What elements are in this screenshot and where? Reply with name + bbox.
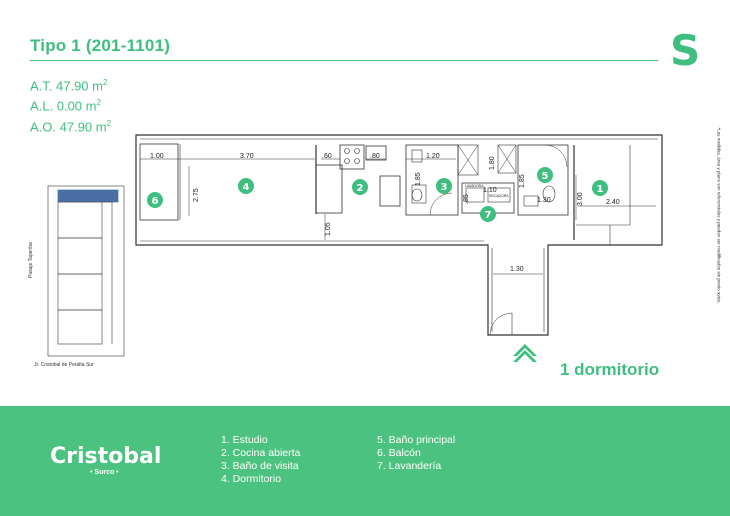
dim-label: 1.85	[415, 172, 422, 186]
brand-subtitle: • Surco •	[90, 469, 119, 476]
area-unit: 2	[106, 118, 112, 128]
brand-logo: Cristobal	[50, 444, 162, 469]
appliance-label: SECADORA	[489, 194, 509, 198]
room-badge-guest-bath	[436, 178, 452, 194]
page-title: Tipo 1 (201-1101)	[30, 36, 171, 55]
dim-label: 1.20	[426, 153, 440, 160]
room-number: 6	[152, 196, 159, 207]
area-occupied-value: A.O. 47.90 m	[30, 118, 107, 134]
legend-column-right: 5. Baño principal 6. Balcón 7. Lavanderí…	[377, 434, 455, 473]
dim-label: 1.30	[510, 266, 524, 273]
area-total: A.T. 47.90 m2	[30, 74, 111, 94]
dim-label: 1.10	[483, 187, 497, 194]
sink-icon	[523, 195, 539, 207]
dim-label: .85	[463, 194, 470, 204]
area-free-value: A.L. 0.00 m	[30, 98, 97, 114]
floor-plan: 1.00 3.70 .60 .80 1.20 1.80 1.85 3.00 2.…	[47, 134, 663, 362]
area-occupied: A.O. 47.90 m2	[30, 115, 111, 135]
area-free: A.L. 0.00 m2	[30, 94, 111, 114]
unit-location-marker	[57, 189, 119, 203]
washer-icon	[465, 187, 485, 203]
room-number: 2	[357, 183, 364, 194]
street-label-horizontal: Jr. Cristobal de Peralta Sur	[34, 362, 94, 368]
dim-label: 1.80	[489, 156, 496, 170]
room-number: 4	[243, 182, 250, 193]
room-badge-laundry	[480, 206, 496, 222]
area-unit: 2	[102, 78, 108, 87]
dim-label: 1.05	[325, 222, 332, 236]
toilet-icon	[542, 185, 556, 203]
legend-item: 1. Estudio	[221, 434, 268, 446]
sink-icon	[365, 145, 387, 161]
dim-label: 1.00	[150, 153, 164, 160]
room-number: 1	[597, 184, 604, 195]
dim-label: .60	[322, 153, 332, 160]
room-number: 3	[441, 182, 448, 193]
outer-wall	[135, 134, 663, 336]
tower-letter: S	[670, 26, 701, 75]
title-divider	[30, 60, 658, 61]
dryer-icon	[487, 187, 511, 203]
dim-label: 1.30	[537, 197, 551, 204]
location-key-plan	[47, 185, 125, 357]
room-badge-balcony	[147, 192, 163, 208]
room-number: 5	[542, 171, 549, 182]
room-number: 7	[485, 210, 492, 221]
balcony-area	[139, 143, 179, 221]
area-summary: A.T. 47.90 m2 A.L. 0.00 m2 A.O. 47.90 m2	[30, 74, 111, 135]
room-badge-main-bath	[537, 167, 553, 183]
area-total-value: A.T. 47.90 m	[30, 78, 103, 94]
entrance-arrow-icon	[513, 344, 537, 356]
room-badge-kitchen	[352, 179, 368, 195]
toilet-icon	[411, 149, 423, 163]
legend-item: 3. Baño de visita	[221, 460, 299, 472]
dim-label: 2.75	[193, 188, 200, 202]
legend-item: 5. Baño principal	[377, 434, 456, 446]
street-label-vertical: Pasaje Taperiba	[28, 242, 34, 278]
dim-label: .80	[370, 153, 380, 160]
area-unit: 2	[96, 98, 101, 108]
legend-column-left: 1. Estudio 2. Cocina abierta 3. Baño de …	[221, 434, 300, 486]
unit-type-label: 1 dormitorio	[560, 360, 660, 379]
appliance-label: LAVADORA	[465, 184, 484, 188]
dim-label: 1.85	[519, 174, 526, 188]
dim-label: 3.00	[577, 192, 584, 206]
room-badge-bedroom	[238, 178, 254, 194]
legend-item: 6. Balcón	[377, 447, 421, 459]
room-badge-studio	[592, 180, 608, 196]
stove-icon	[339, 144, 365, 170]
legend-item: 4. Dormitorio	[221, 473, 282, 485]
fridge-icon	[379, 175, 401, 207]
legend-item: 2. Cocina abierta	[221, 447, 301, 459]
legend-item: 7. Lavandería	[377, 460, 442, 472]
footer-band: Cristobal • Surco • 1. Estudio 2. Cocina…	[0, 406, 730, 516]
dim-label: 3.70	[240, 153, 254, 160]
dim-label: 2.40	[606, 199, 620, 206]
